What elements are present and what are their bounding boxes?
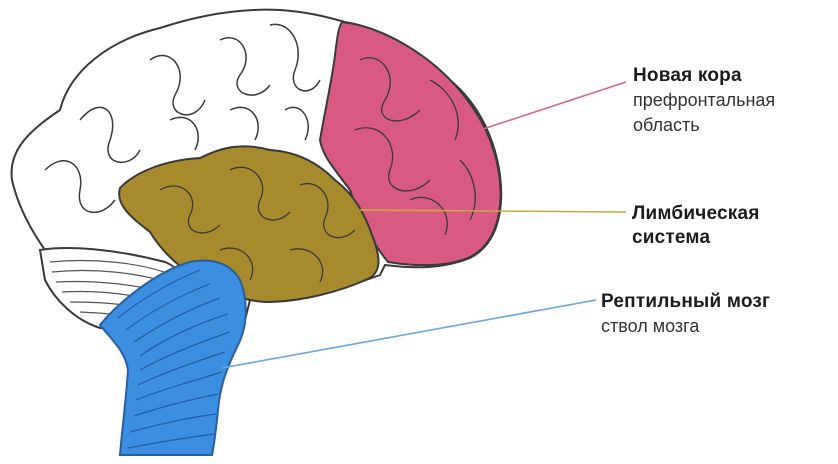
- prefrontal-gyri: [354, 57, 476, 236]
- cortex-gyri: [44, 23, 321, 214]
- reptile-title: Рептильный мозг: [601, 291, 771, 312]
- limbic-gyri: [159, 166, 356, 283]
- reptile-subtitle: ствол мозга: [601, 316, 700, 336]
- limbic-title-1: Лимбическая: [632, 203, 760, 224]
- neocortex-subtitle-1: префронтальная: [633, 90, 776, 110]
- limbic-label: Лимбическая система: [632, 202, 760, 250]
- reptile-label: Рептильный мозг ствол мозга: [601, 290, 770, 339]
- neocortex-leader-line: [479, 81, 627, 131]
- neocortex-label: Новая кора префронтальная область: [633, 64, 775, 138]
- reptile-leader-line: [221, 299, 597, 369]
- brainstem-stripes: [117, 269, 231, 449]
- neocortex-title: Новая кора: [633, 65, 742, 86]
- limbic-title-2: система: [632, 227, 711, 248]
- neocortex-subtitle-2: область: [633, 115, 700, 135]
- prefrontal-region: [318, 20, 502, 267]
- brainstem-region: [98, 259, 247, 456]
- limbic-leader-line: [359, 209, 627, 213]
